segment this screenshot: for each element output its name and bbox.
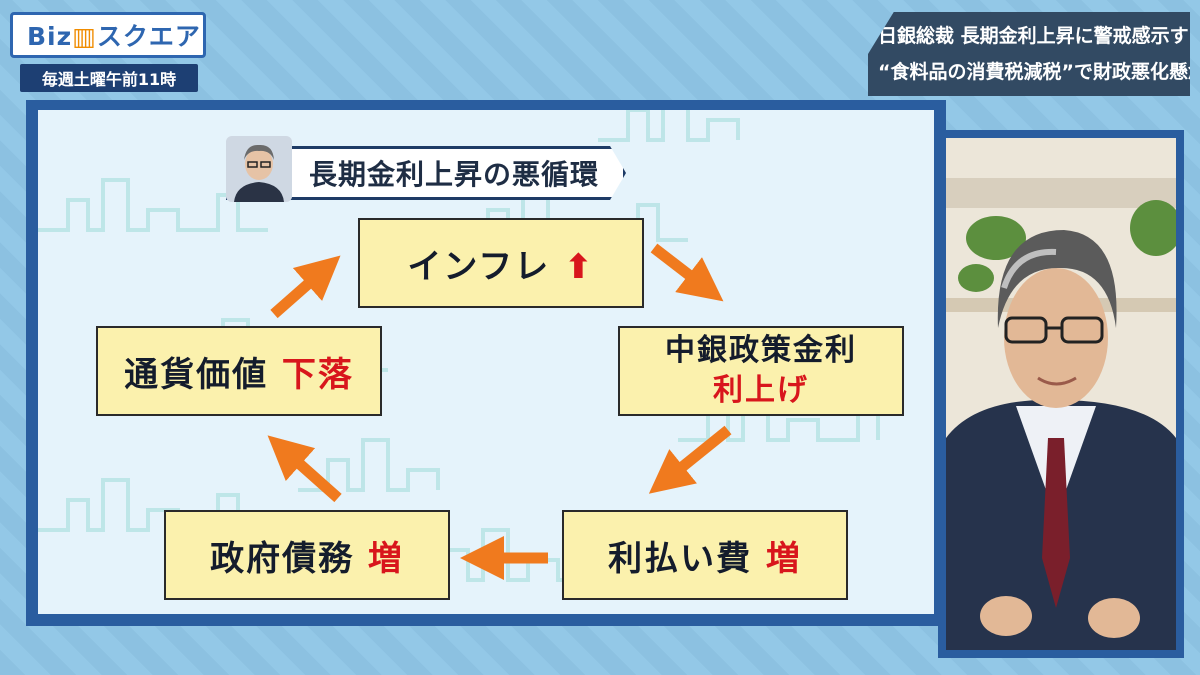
- cycle-arrows: [267, 243, 732, 580]
- node-currency-suffix: 下落: [281, 354, 354, 395]
- node-interest-cost: 利払い費 増: [562, 510, 848, 600]
- node-government-debt: 政府債務 増: [164, 510, 450, 600]
- up-arrow-icon: ⬆: [564, 246, 595, 287]
- arrow-rate-to-interest: [648, 425, 732, 494]
- node-currency-value: 通貨価値 下落: [96, 326, 382, 416]
- arrow-currency-to-inflation: [270, 255, 341, 319]
- arrow-inflation-to-rate: [650, 243, 724, 302]
- commentator-video: [946, 138, 1176, 650]
- arrow-debt-to-currency: [267, 435, 342, 503]
- node-central-bank-rate: 中銀政策金利 利上げ: [618, 326, 904, 416]
- node-currency-label: 通貨価値: [124, 354, 269, 395]
- node-central-bank-sub: 利上げ: [713, 373, 809, 408]
- diagram-title-banner: 長期金利上昇の悪循環: [226, 136, 627, 202]
- logo-building-icon: ▥: [72, 22, 97, 51]
- logo-text-biz: Biz: [27, 22, 73, 51]
- headline-banner: 日銀総裁 長期金利上昇に警戒感示す “食料品の消費税減税”で財政悪化懸念: [868, 12, 1190, 96]
- logo-text-square: スクエア: [96, 22, 201, 51]
- node-inflation: インフレ ⬆: [358, 218, 644, 308]
- node-central-bank-label: 中銀政策金利: [665, 333, 857, 368]
- node-government-debt-suffix: 増: [367, 538, 404, 579]
- camera-frame: [938, 130, 1184, 658]
- schedule-label: 毎週土曜午前11時: [20, 64, 198, 92]
- node-inflation-label: インフレ: [407, 246, 551, 287]
- headline-line-2: “食料品の消費税減税”で財政悪化懸念: [878, 61, 1200, 83]
- node-government-debt-label: 政府債務: [210, 538, 355, 579]
- diagram-canvas: 長期金利上昇の悪循環 インフレ ⬆ 中銀政策金利 利上げ 利払い費 増: [38, 110, 934, 614]
- node-interest-cost-suffix: 増: [765, 538, 802, 579]
- headline-line-1: 日銀総裁 長期金利上昇に警戒感示す: [878, 25, 1189, 47]
- node-interest-cost-label: 利払い費: [608, 538, 753, 579]
- diagram-panel: 長期金利上昇の悪循環 インフレ ⬆ 中銀政策金利 利上げ 利払い費 増: [26, 100, 946, 626]
- program-logo: Biz▥スクエア: [10, 12, 206, 58]
- commentator-avatar: [226, 136, 292, 202]
- diagram-title: 長期金利上昇の悪循環: [226, 146, 627, 200]
